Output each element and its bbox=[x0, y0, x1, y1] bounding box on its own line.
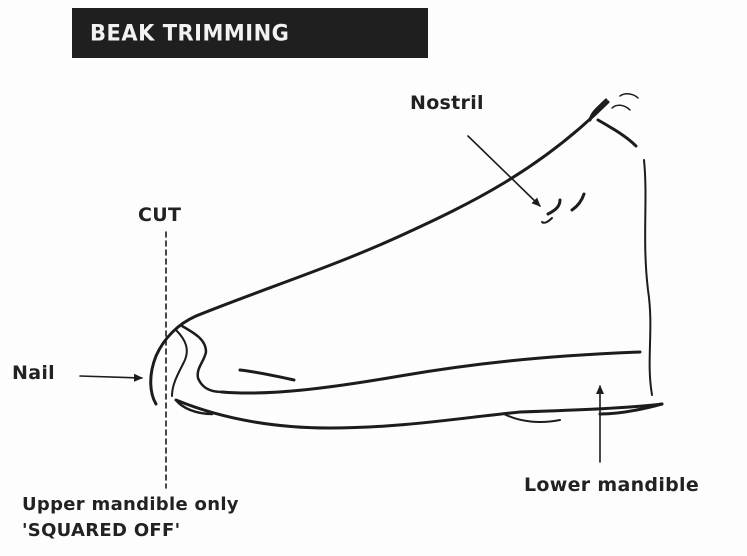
nostril-arrow bbox=[468, 136, 540, 206]
squared-off-label: 'SQUARED OFF' bbox=[22, 520, 180, 541]
nostril-mark-2 bbox=[542, 218, 552, 223]
upper-mandible-outline bbox=[196, 102, 608, 316]
beak-tip-inner-2 bbox=[172, 330, 187, 396]
lower-mandible-edge bbox=[504, 414, 560, 422]
head-feather-mark-3 bbox=[612, 105, 630, 110]
cut-label: CUT bbox=[138, 204, 181, 226]
nostril bbox=[548, 200, 560, 214]
mouth-inner-mark bbox=[240, 370, 294, 380]
beak-tip-inner bbox=[182, 326, 222, 392]
head-feather-mark-4 bbox=[620, 94, 638, 98]
head-feather-mark-2 bbox=[598, 120, 636, 146]
mouth-line bbox=[222, 352, 640, 393]
nail-arrow bbox=[80, 376, 142, 378]
upper-mandible-label: Upper mandible only bbox=[22, 494, 239, 515]
lower-mandible-label: Lower mandible bbox=[524, 474, 699, 496]
nail-label: Nail bbox=[12, 362, 55, 384]
lower-mandible-outline bbox=[176, 400, 662, 428]
nostril-mark bbox=[572, 194, 584, 210]
head-right-edge bbox=[644, 160, 652, 395]
nostril-label: Nostril bbox=[410, 92, 484, 114]
